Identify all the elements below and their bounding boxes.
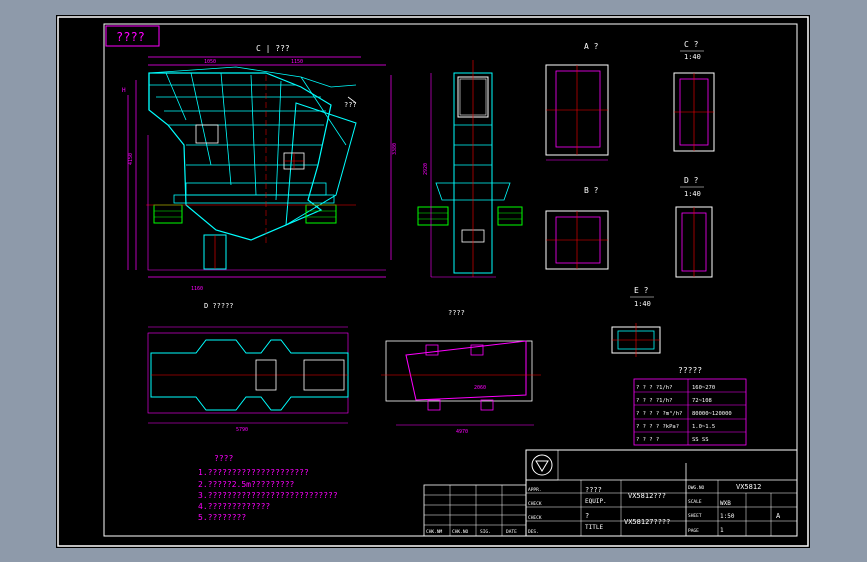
dim-2920: 2920 [423,163,429,175]
note-item: 2.?????2.5m????????? [198,480,295,489]
spec-table: ????? ? ? ? ?1/h? 160~270 ? ? ? ?1/h? 72… [633,366,747,446]
view-c-scale: 1:40 [684,53,701,61]
cad-drawing-viewport[interactable]: ???? C | ??? 1050 1150 H 4150 3380 1160 [56,15,810,548]
dim-1150: 1150 [291,59,303,65]
spec-row-value: 1.0~1.5 [692,424,715,430]
sig-label: CHK.NM [426,529,443,535]
revision-value: A [776,512,781,520]
view-e-label: E ? [634,286,649,295]
main-elevation-view: C | ??? 1050 1150 H 4150 3380 1160 [122,44,398,310]
dim-2060: 2060 [474,385,486,391]
note-item: 4.????????????? [198,502,270,511]
side-view-title: ???? [448,309,465,317]
stamp-text: ???? [116,30,145,44]
dim-4970: 4970 [456,429,468,435]
section-e: E ? 1:40 [611,286,661,357]
plan-view-title: D ????? [204,302,234,310]
equip-value: VX5812??? [628,492,666,500]
title-cn: ? [585,512,589,520]
outer-frame [57,16,809,547]
view-a-label: A ? [584,42,599,51]
scale-value: 1:50 [720,513,735,520]
tb-small-label: DES. [528,529,539,535]
spec-row-label: ? ? ? ?1/h? [636,385,672,391]
view-d-label: D ? [684,176,699,185]
view-d-scale: 1:40 [684,190,701,198]
dim-1050: 1050 [204,59,216,65]
drawing-number: VX5812 [736,483,761,491]
dim-3380: 3380 [392,143,398,155]
title-value: VX58127???? [624,518,670,526]
note-item: 5.???????? [198,513,246,522]
sig-label: SIG. [480,529,491,535]
note-item: 1.????????????????????? [198,468,309,477]
stamp-box [105,25,160,47]
spec-row-label: ? ? ? ?1/h? [636,398,672,404]
dim-1160: 1160 [191,286,203,292]
sheet-value: 1 [720,527,724,534]
plan-view: 5790 [147,326,349,433]
mini-label: PAGE [688,528,699,534]
company-logo [531,454,553,476]
spec-row-value: SS SS [692,437,709,443]
main-view-title: C | ??? [256,44,290,53]
equip-label: EQUIP. [585,498,607,505]
dim-5790: 5790 [236,427,248,433]
spec-row-value: 80000~120000 [692,411,732,417]
section-d: D ? 1:40 [675,176,713,278]
spec-row-label: ? ? ? ? ?m³/h? [636,410,682,417]
inner-frame [103,23,798,537]
weight-label: WXB [720,500,731,507]
notes-title: ???? [214,454,233,463]
notes-block: ???? 1.????????????????????? 2.?????2.5m… [198,454,338,522]
spec-row-label: ? ? ? ? ?kPa? [636,424,679,430]
sig-label: CHK.NO [452,529,469,535]
tb-small-label: APPR. [528,487,542,493]
spec-title: ????? [678,366,702,375]
view-b-label: B ? [584,186,599,195]
mini-label: DWG.NO [688,485,705,491]
section-b: B ? [545,186,609,270]
view-c-label: C ? [684,40,699,49]
note-item: 3.??????????????????????????? [198,491,338,500]
drawing-canvas: ???? C | ??? 1050 1150 H 4150 3380 1160 [57,16,809,547]
tb-small-label: CHECK [528,515,542,521]
equip-cn: ???? [585,486,602,494]
mini-label: SCALE [688,499,702,505]
section-a: A ? [545,42,609,161]
dim-4150: 4150 [128,153,134,165]
view-e-scale: 1:40 [634,300,651,308]
section-c: C ? 1:40 [673,40,715,152]
tb-small-label: CHECK [528,501,542,507]
spec-row-value: 160~270 [692,385,715,391]
arrow-label: ??? [344,101,357,109]
top-view: ???? 4970 2060 [381,309,541,435]
spec-row-value: 72~108 [692,398,712,404]
title-label: TITLE [585,524,603,531]
h-label: H [122,87,126,94]
title-block: CHK.NM CHK.NO SIG. DATE APPR. CHECK CHEC… [423,449,798,537]
spec-row-label: ? ? ? ? [636,437,659,443]
sig-label: DATE [506,529,517,535]
side-elevation-view: 2920 [417,60,523,278]
mini-label: SHEET [688,513,702,519]
